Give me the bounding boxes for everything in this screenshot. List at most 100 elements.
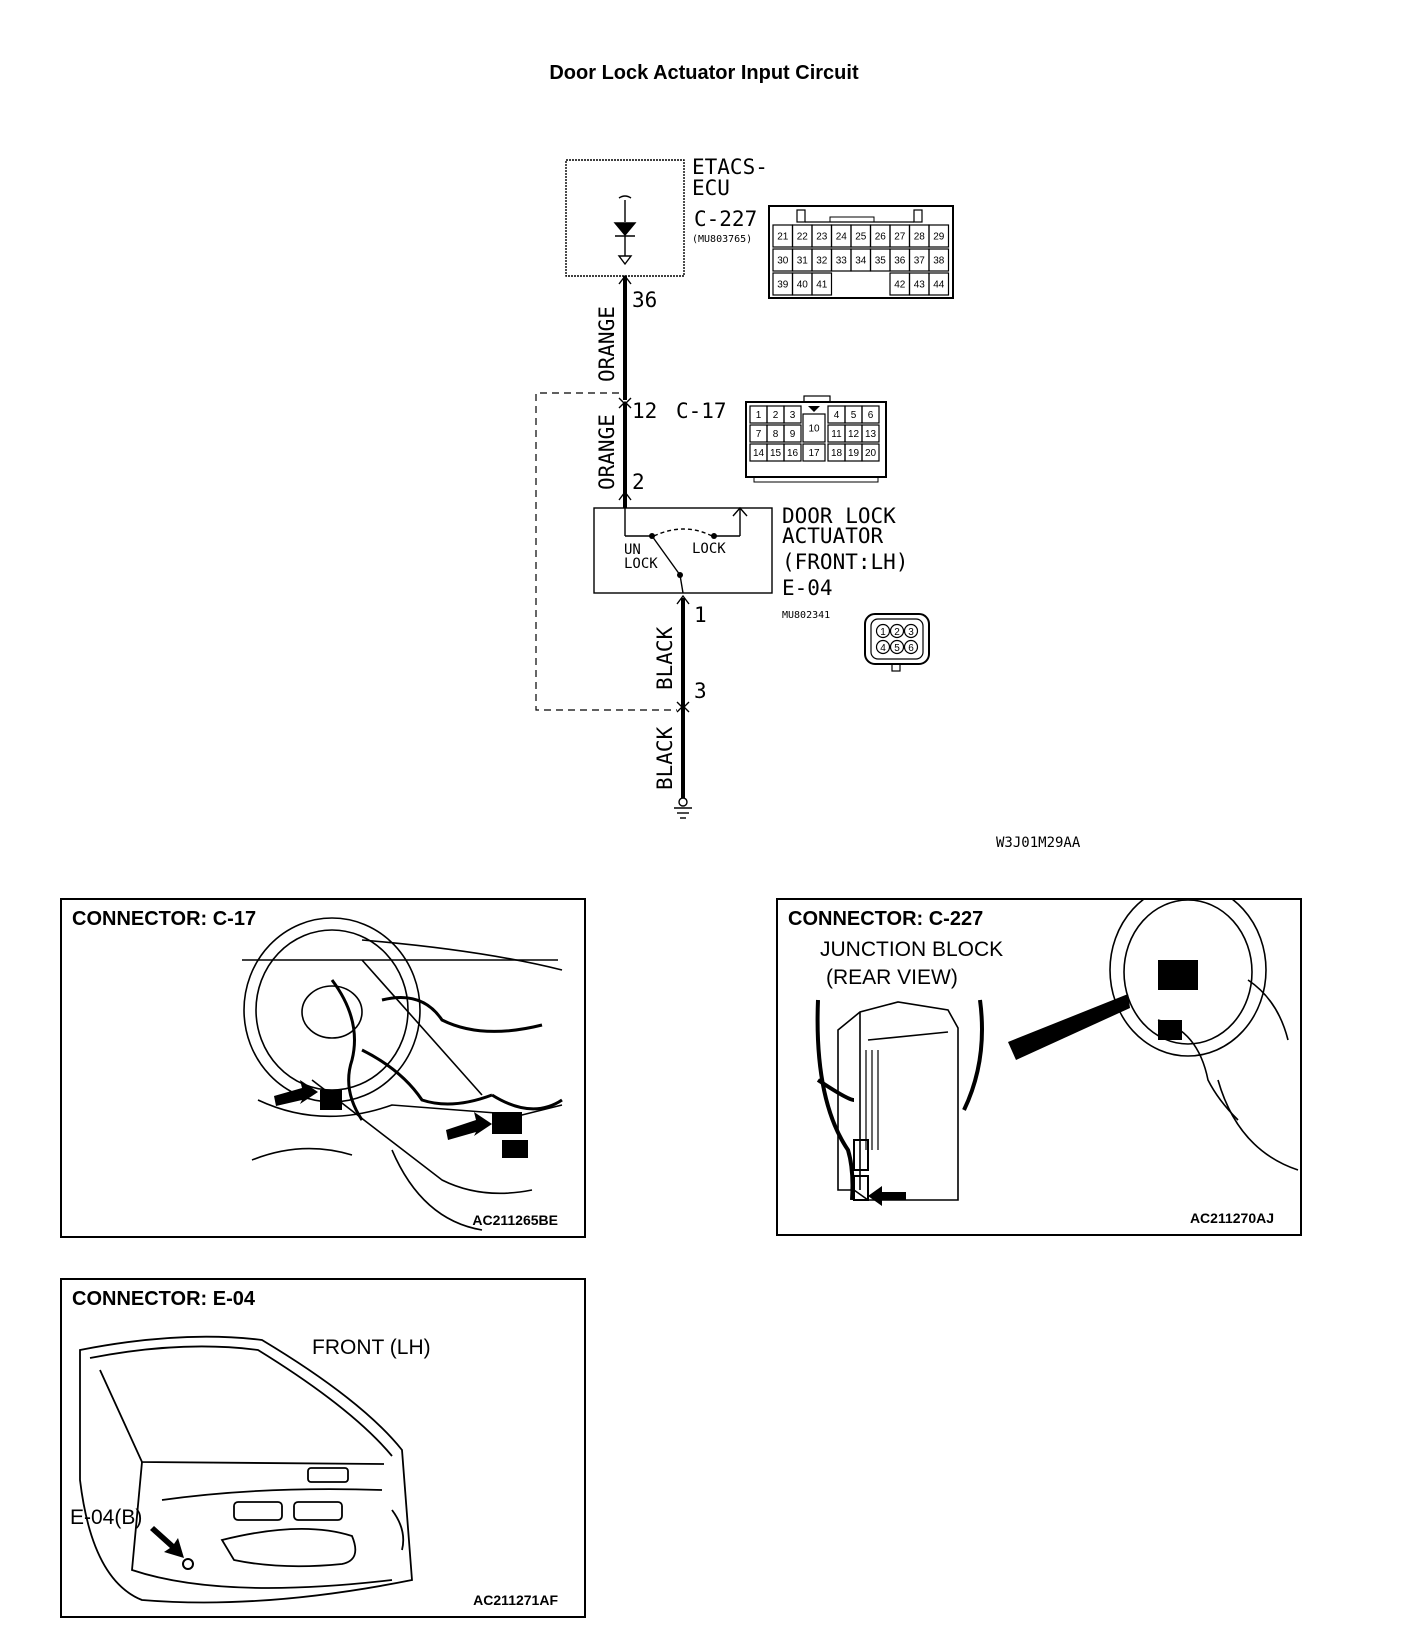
c227-pin-23: 23	[816, 232, 828, 243]
c227-pin-27: 27	[894, 232, 906, 243]
c17-pin-3-cell	[783, 405, 802, 424]
c17-pin-15: 15	[770, 448, 782, 459]
c17-pin-3: 3	[790, 410, 796, 421]
panel-e04-title: CONNECTOR: E-04	[72, 1288, 255, 1310]
diagram-code: W3J01M29AA	[996, 835, 1081, 851]
c227-pin-42: 42	[894, 280, 906, 291]
c17-key-marker	[808, 406, 820, 412]
ground-symbol	[674, 797, 692, 819]
actuator-switch	[624, 506, 748, 594]
c227-pin-36: 36	[894, 256, 906, 267]
diode-symbol	[613, 195, 637, 266]
c17-arrow-left	[274, 1080, 318, 1106]
c227-pin-35: 35	[875, 256, 887, 267]
c227-pin-34: 34	[855, 256, 867, 267]
shield-dashed-line	[535, 392, 677, 711]
c227-pin-24: 24	[836, 232, 848, 243]
c227-pin-40: 40	[797, 280, 809, 291]
ecu-name-line2: ECU	[692, 176, 730, 200]
c17-pin-16-cell	[783, 443, 802, 462]
c17-pin-13: 13	[865, 429, 877, 440]
c227-pin-41-cell	[811, 272, 833, 296]
c17-pin-20-cell	[861, 443, 880, 462]
actuator-name-line2: ACTUATOR	[782, 524, 884, 548]
c17-pin-10: 10	[808, 424, 820, 435]
e04-pin-1-cell	[875, 623, 891, 639]
c17-pin-11: 11	[831, 429, 842, 440]
e04-pin-6: 6	[908, 643, 914, 654]
c227-pin-38: 38	[933, 256, 945, 267]
c227-pin-39: 39	[777, 280, 789, 291]
c17-pin-17-cell	[802, 443, 826, 462]
c227-pin-29-cell	[928, 224, 950, 248]
e04-pin-3-cell	[903, 623, 919, 639]
c227-pin-26: 26	[875, 232, 887, 243]
panel-e04-label: FRONT (LH)	[312, 1336, 431, 1359]
wire-color-orange-upper: ORANGE	[595, 306, 619, 382]
pin-1-label: 1	[694, 603, 707, 627]
switch-unlock-label-1: UN	[624, 542, 641, 558]
c227-pin-28: 28	[914, 232, 926, 243]
c227-pin-38-cell	[928, 248, 950, 272]
panel-c17-title: CONNECTOR: C-17	[72, 908, 257, 930]
c17-pin-17: 17	[808, 448, 820, 459]
c227-pin-29: 29	[933, 232, 945, 243]
ecu-connector-label: C-227	[694, 207, 757, 231]
c17-pin-18: 18	[831, 448, 843, 459]
c227-pin-41: 41	[816, 280, 828, 291]
c17-pin-6-cell	[861, 405, 880, 424]
actuator-name-line1: DOOR LOCK	[782, 504, 896, 528]
c227-pin-33: 33	[836, 256, 848, 267]
c17-pin-9: 9	[790, 429, 796, 440]
c17-pin-16: 16	[787, 448, 799, 459]
c17-pin-4: 4	[834, 410, 840, 421]
c17-pin-20: 20	[865, 448, 877, 459]
ecu-name-line1: ETACS-	[692, 155, 768, 179]
c17-pin-1: 1	[756, 410, 762, 421]
panel-connector-e04: CONNECTOR: E-04 FRONT (LH) E-04(B) AC211…	[60, 1278, 586, 1618]
switch-lock-label: LOCK	[692, 541, 726, 557]
wire-color-black-ground: BLACK	[653, 726, 677, 790]
e04-pin-4: 4	[880, 643, 886, 654]
c17-location-illustration	[242, 917, 563, 1231]
ecu-part-number: (MU803765)	[692, 234, 752, 245]
panel-c227-code: AC211270AJ	[1189, 1210, 1274, 1226]
c17-pin-2: 2	[773, 410, 779, 421]
e04-pin-2: 2	[894, 627, 900, 638]
c17-pin-14: 14	[753, 448, 765, 459]
c227-pin-44: 44	[933, 280, 945, 291]
c227-zoom-pointer	[1008, 994, 1130, 1060]
panel-connector-c227: CONNECTOR: C-227 JUNCTION BLOCK (REAR VI…	[776, 898, 1302, 1236]
panel-e04-code: AC211271AF	[473, 1592, 558, 1608]
c17-pin-7: 7	[756, 429, 762, 440]
pin-36-label: 36	[632, 288, 657, 312]
panel-c227-title: CONNECTOR: C-227	[788, 908, 984, 930]
c17-pin-12: 12	[848, 429, 860, 440]
wire-color-orange-lower: ORANGE	[595, 414, 619, 490]
pin-2-label: 2	[632, 470, 645, 494]
e04-part-number: MU802341	[782, 610, 830, 621]
e04-pin-3: 3	[908, 627, 914, 638]
e04-connector-label: E-04	[782, 576, 833, 600]
c17-arrow-right	[446, 1112, 492, 1140]
e04-pin-4-cell	[875, 639, 891, 655]
panel-c17-code: AC211265BE	[472, 1212, 558, 1228]
e04-pin-5: 5	[894, 643, 900, 654]
e04-location-illustration	[79, 1335, 413, 1604]
e04-pin-1: 1	[880, 627, 886, 638]
pin-12-label: 12	[632, 399, 657, 423]
c227-pin-21: 21	[777, 232, 789, 243]
c227-pin-37: 37	[914, 256, 926, 267]
pin-3-label: 3	[694, 679, 707, 703]
e04-arrow	[150, 1526, 184, 1558]
c17-pin-5: 5	[851, 410, 857, 421]
c227-location-illustration	[815, 900, 1299, 1206]
c17-pin-6: 6	[868, 410, 874, 421]
